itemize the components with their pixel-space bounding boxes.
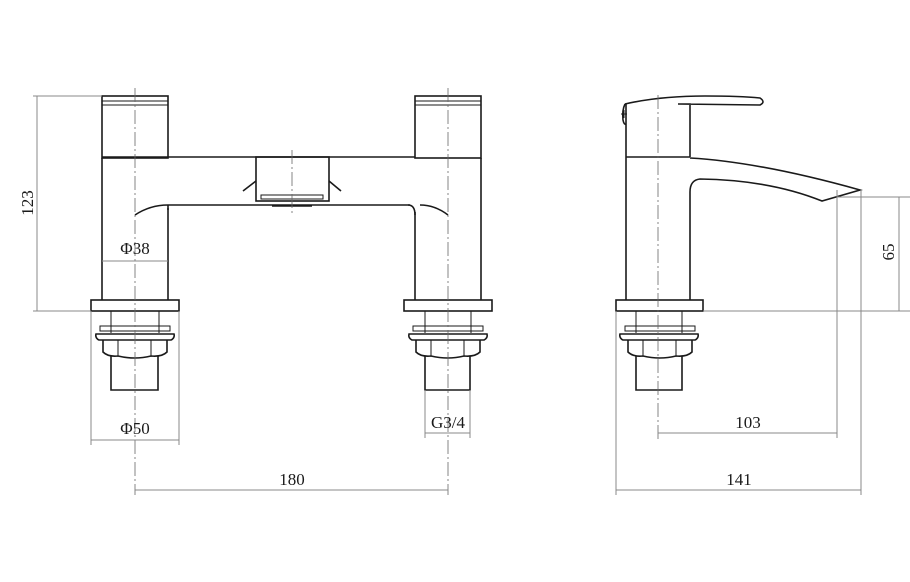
thread-label: G3/4: [431, 413, 466, 432]
dimension-body-diameter: Φ38: [102, 239, 168, 262]
side-view: 65 103 141: [615, 95, 910, 495]
dimension-thread: G3/4: [424, 390, 471, 438]
base-diameter-label: Φ50: [120, 419, 149, 438]
center-spacing-label: 180: [279, 470, 305, 489]
side-tail-fitting: [615, 299, 704, 391]
overall-depth-label: 141: [726, 470, 752, 489]
dimension-spout-reach: 103: [658, 190, 838, 438]
bridge-body: [102, 156, 449, 300]
front-view: 123 Φ38 Φ50 G3/4 180: [18, 88, 493, 495]
dimension-base-diameter: Φ50: [90, 311, 180, 445]
spout-reach-label: 103: [735, 413, 761, 432]
dimension-center-spacing: 180: [135, 470, 448, 491]
overall-height-label: 123: [18, 190, 37, 216]
dimension-overall-depth: 141: [615, 190, 862, 495]
body-diameter-label: Φ38: [120, 239, 149, 258]
spout-height-label: 65: [879, 244, 898, 261]
lever-handle: [624, 95, 764, 157]
dimension-spout-height: 65: [703, 196, 910, 312]
spout: [689, 157, 863, 300]
dimension-overall-height: 123: [18, 95, 102, 312]
